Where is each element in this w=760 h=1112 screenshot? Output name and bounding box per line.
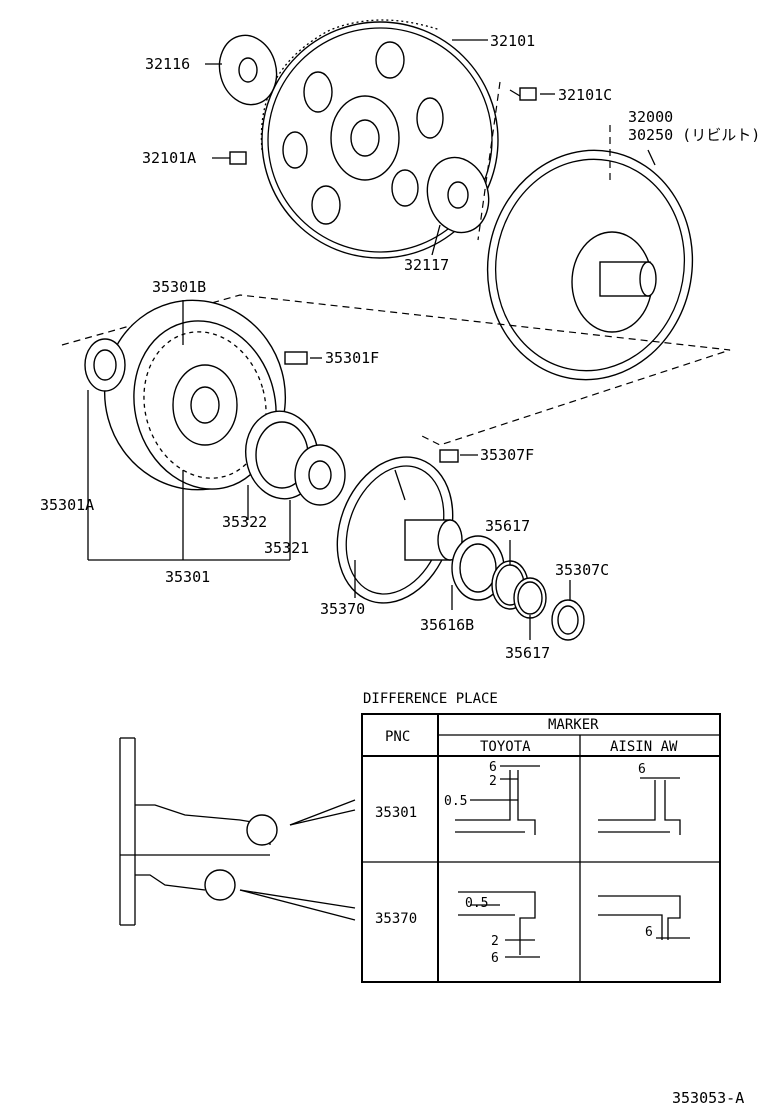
marker-35301-aisin bbox=[598, 777, 681, 835]
row-pnc-35301: 35301 bbox=[375, 805, 417, 821]
header-marker: MARKER bbox=[548, 717, 599, 733]
bolt-35301F bbox=[284, 351, 308, 365]
marker-35370-aisin bbox=[598, 895, 690, 940]
torque-converter-drawing bbox=[486, 149, 694, 381]
dim-t1-2: 2 bbox=[489, 774, 497, 789]
label-35307C: 35307C bbox=[555, 561, 609, 579]
label-32000: 32000 bbox=[628, 108, 673, 126]
label-35301F: 35301F bbox=[325, 349, 379, 367]
label-35617b: 35617 bbox=[505, 644, 550, 662]
detail-circle-35370 bbox=[204, 869, 236, 901]
row-pnc-35370: 35370 bbox=[375, 911, 417, 927]
header-toyota: TOYOTA bbox=[480, 739, 531, 755]
dim-t1-6: 6 bbox=[489, 760, 497, 775]
flexplate-drawing bbox=[260, 19, 499, 259]
oil-seal-35307C bbox=[551, 599, 585, 641]
dim-t1-05: 0.5 bbox=[444, 794, 467, 809]
label-35370: 35370 bbox=[320, 600, 365, 618]
stator-shaft-drawing bbox=[336, 456, 463, 604]
oil-pump-body-drawing bbox=[103, 299, 287, 491]
dim-t2-6: 6 bbox=[491, 951, 499, 966]
dim-a2-6: 6 bbox=[645, 925, 653, 940]
bolt-32101C bbox=[509, 87, 537, 101]
spacer-32116-drawing bbox=[218, 34, 278, 106]
label-35616B: 35616B bbox=[420, 616, 474, 634]
label-35321: 35321 bbox=[264, 539, 309, 557]
label-35301: 35301 bbox=[165, 568, 210, 586]
cross-section-drawing bbox=[119, 737, 356, 926]
label-35301A: 35301A bbox=[40, 496, 94, 514]
bolt-32101A bbox=[229, 151, 247, 165]
spacer-32117-drawing bbox=[426, 156, 490, 234]
difference-title: DIFFERENCE PLACE bbox=[363, 691, 498, 707]
marker-35301-toyota bbox=[455, 765, 540, 835]
label-30250: 30250 (リビルト) bbox=[628, 126, 760, 144]
header-pnc: PNC bbox=[385, 729, 410, 745]
dim-a1-6: 6 bbox=[638, 762, 646, 777]
marker-35370-toyota bbox=[458, 891, 540, 958]
label-32101: 32101 bbox=[490, 32, 535, 50]
oil-seal-35301A bbox=[84, 338, 126, 392]
label-32101C: 32101C bbox=[558, 86, 612, 104]
drive-gear-35321 bbox=[294, 444, 346, 506]
label-35617a: 35617 bbox=[485, 517, 530, 535]
label-35301B: 35301B bbox=[152, 278, 206, 296]
leader-lines bbox=[87, 39, 656, 640]
bolt-35307F bbox=[439, 449, 459, 463]
label-32117: 32117 bbox=[404, 256, 449, 274]
dim-t2-05: 0.5 bbox=[465, 896, 488, 911]
label-32116: 32116 bbox=[145, 55, 190, 73]
detail-circle-35301 bbox=[246, 814, 278, 846]
label-35307F: 35307F bbox=[480, 446, 534, 464]
header-aisin: AISIN AW bbox=[610, 739, 678, 755]
dim-t2-2: 2 bbox=[491, 934, 499, 949]
label-32101A: 32101A bbox=[142, 149, 196, 167]
figure-id: 353053-A bbox=[672, 1089, 744, 1107]
seal-ring-35617-b bbox=[513, 577, 547, 619]
label-35322: 35322 bbox=[222, 513, 267, 531]
difference-table bbox=[361, 713, 721, 983]
